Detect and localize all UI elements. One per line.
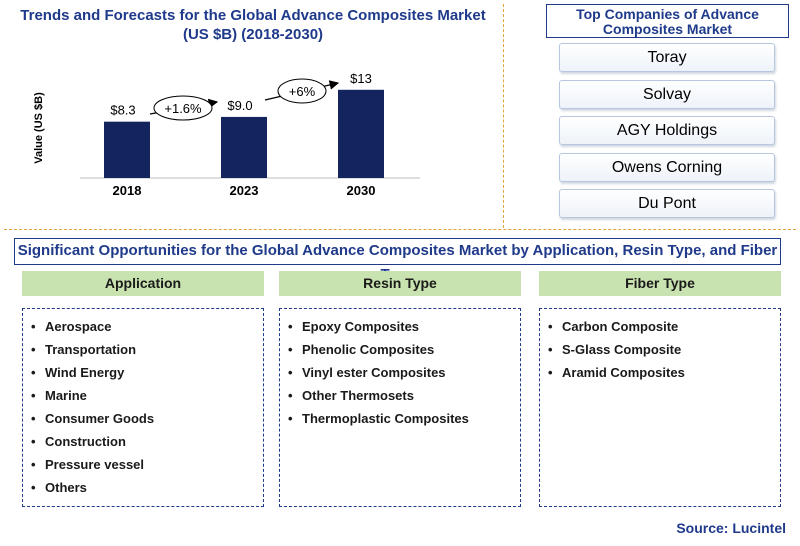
bar-value-label: $8.3 xyxy=(110,103,135,118)
growth-oval xyxy=(277,78,327,104)
growth-oval xyxy=(153,95,213,121)
x-tick-label: 2023 xyxy=(230,183,259,198)
x-tick-label: 2018 xyxy=(113,183,142,198)
list-item: Wind Energy xyxy=(23,361,263,384)
y-axis-label: Value (US $B) xyxy=(33,92,45,164)
column-header-application: Application xyxy=(22,271,264,296)
list-item: S-Glass Composite xyxy=(540,338,780,361)
resin-type-list-box: Epoxy Composites Phenolic Composites Vin… xyxy=(279,308,521,507)
list-item: Vinyl ester Composites xyxy=(280,361,520,384)
list-item: Construction xyxy=(23,430,263,453)
companies-title: Top Companies of Advance Composites Mark… xyxy=(546,4,789,38)
list-item: Thermoplastic Composites xyxy=(280,407,520,430)
application-list-box: Aerospace Transportation Wind Energy Mar… xyxy=(22,308,264,507)
bar-value-label: $9.0 xyxy=(227,98,252,113)
growth-label: +6% xyxy=(289,84,316,99)
list-item: Others xyxy=(23,476,263,499)
chart-title-line1: Trends and Forecasts for the Global Adva… xyxy=(20,7,486,24)
list-item: Aramid Composites xyxy=(540,361,780,384)
fiber-type-list: Carbon Composite S-Glass Composite Arami… xyxy=(540,309,780,384)
bar xyxy=(104,121,150,178)
bar xyxy=(338,89,384,178)
chart-title: Trends and Forecasts for the Global Adva… xyxy=(8,6,498,44)
company-item: Toray xyxy=(559,43,775,72)
list-item: Consumer Goods xyxy=(23,407,263,430)
list-item: Phenolic Composites xyxy=(280,338,520,361)
list-item: Marine xyxy=(23,384,263,407)
growth-label: +1.6% xyxy=(164,101,202,116)
company-item: Du Pont xyxy=(559,189,775,218)
horizontal-divider xyxy=(4,229,796,230)
fiber-type-list-box: Carbon Composite S-Glass Composite Arami… xyxy=(539,308,781,507)
source-label: Source: Lucintel xyxy=(676,520,786,536)
x-tick-label: 2030 xyxy=(347,183,376,198)
bar xyxy=(221,116,267,178)
list-item: Transportation xyxy=(23,338,263,361)
opportunities-title: Significant Opportunities for the Global… xyxy=(14,238,781,283)
column-header-fiber-type: Fiber Type xyxy=(539,271,781,296)
list-item: Carbon Composite xyxy=(540,315,780,338)
company-item: Solvay xyxy=(559,80,775,109)
list-item: Aerospace xyxy=(23,315,263,338)
bar-chart: Value (US $B) 2018 $8.3 2023 $9.0 2030 $13 +1.6… xyxy=(33,71,420,198)
resin-type-list: Epoxy Composites Phenolic Composites Vin… xyxy=(280,309,520,430)
column-header-resin-type: Resin Type xyxy=(279,271,521,296)
company-item: AGY Holdings xyxy=(559,116,775,145)
bar-value-label: $13 xyxy=(350,71,372,86)
list-item: Other Thermosets xyxy=(280,384,520,407)
list-item: Pressure vessel xyxy=(23,453,263,476)
company-item: Owens Corning xyxy=(559,153,775,182)
application-list: Aerospace Transportation Wind Energy Mar… xyxy=(23,309,263,499)
vertical-divider xyxy=(503,4,504,228)
chart-title-line2: (US $B) (2018-2030) xyxy=(182,26,324,43)
list-item: Epoxy Composites xyxy=(280,315,520,338)
